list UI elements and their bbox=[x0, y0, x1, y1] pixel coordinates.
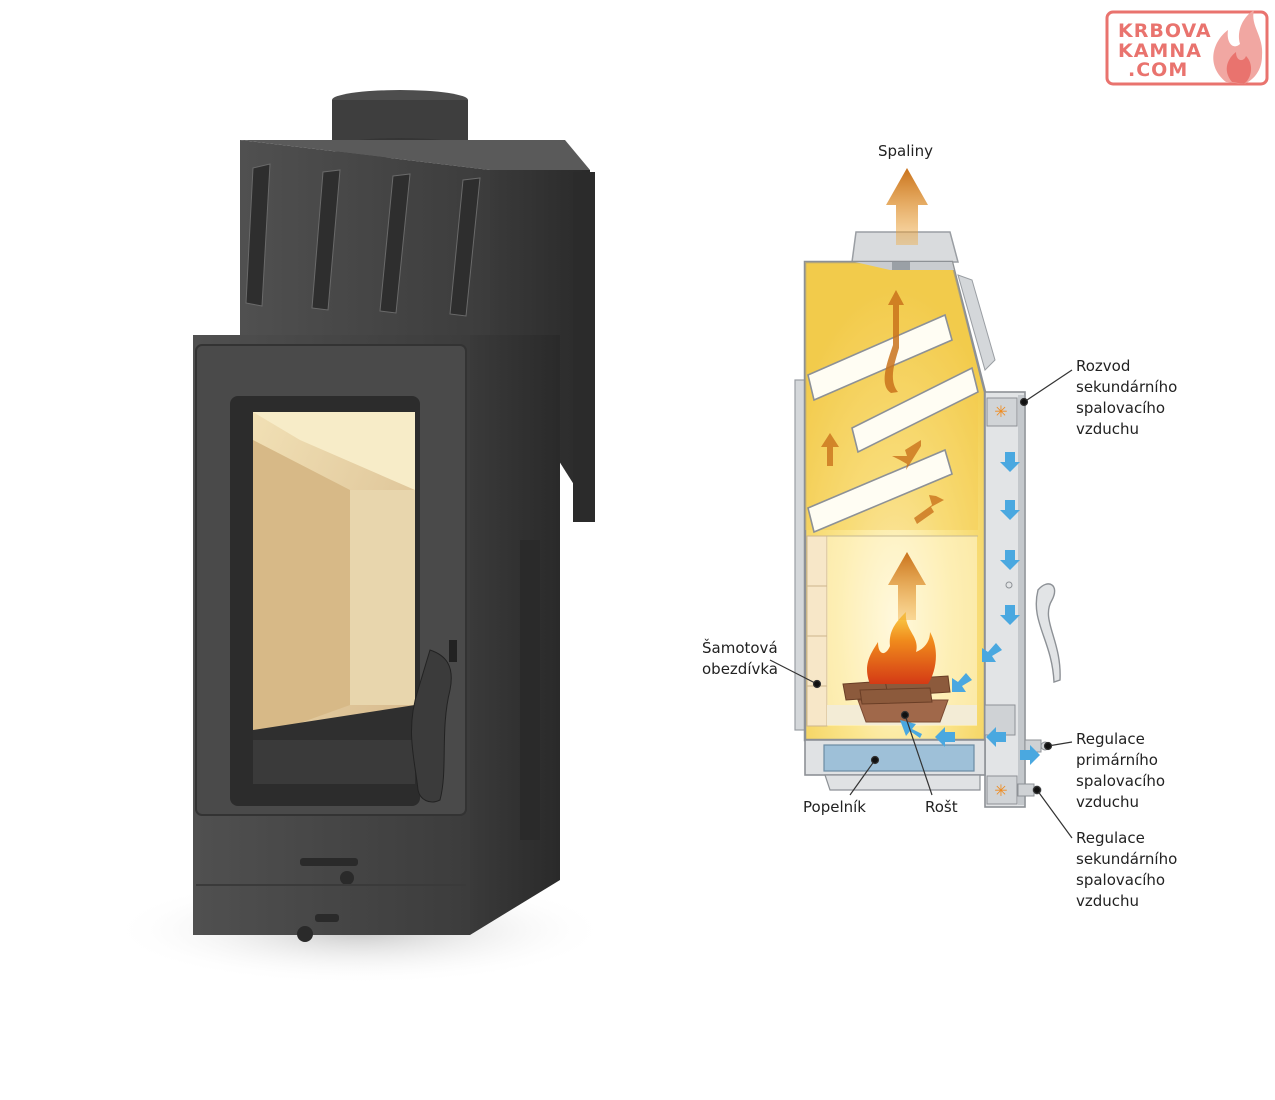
label-rost: Rošt bbox=[925, 798, 958, 816]
callout-leaders bbox=[769, 369, 1073, 839]
flue-gas-exit-arrow-icon bbox=[886, 168, 928, 245]
air-arrow-icon bbox=[986, 727, 1006, 747]
air-arrow-icon bbox=[1000, 452, 1020, 472]
label-rozvod-line-4: vzduchu bbox=[1076, 420, 1139, 438]
air-arrow-icon bbox=[1000, 500, 1020, 520]
flue-gas-arrows bbox=[821, 168, 944, 620]
air-arrow-icon bbox=[982, 643, 1002, 662]
logo-line-3: .COM bbox=[1128, 59, 1188, 81]
diagonal-left-arrow-icon bbox=[892, 440, 921, 470]
logo-flame-inner-icon bbox=[1226, 52, 1252, 84]
firebox-glass-view bbox=[253, 412, 415, 784]
label-rozvod-line-1: Rozvod bbox=[1076, 357, 1130, 375]
air-arrow-icon bbox=[900, 720, 922, 738]
air-arrow-icon bbox=[1000, 605, 1020, 625]
label-regulace-sek-line-4: vzduchu bbox=[1076, 892, 1139, 910]
label-regulace-prim-line-3: spalovacího bbox=[1076, 772, 1165, 790]
side-mounting-rail bbox=[573, 172, 595, 522]
label-rozvod-line-3: spalovacího bbox=[1076, 399, 1165, 417]
stove-product-image bbox=[110, 90, 610, 985]
label-popelnik: Popelník bbox=[803, 798, 866, 816]
label-regulace-sek-line-3: spalovacího bbox=[1076, 871, 1165, 889]
air-arrow-icon bbox=[952, 673, 972, 692]
label-regulace-sek-line-1: Regulace bbox=[1076, 829, 1145, 847]
heat-exchanger-hood bbox=[240, 140, 490, 352]
logo-line-1: KRBOVA bbox=[1118, 20, 1212, 42]
label-spaliny: Spaliny bbox=[878, 142, 933, 160]
flue-collar bbox=[851, 231, 959, 263]
label-samotova-line-1: Šamotová bbox=[702, 638, 778, 657]
cross-section-diagram: ✳ ✳ bbox=[702, 142, 1177, 910]
diagonal-right-arrow-icon bbox=[914, 495, 944, 524]
door-handle bbox=[410, 649, 452, 803]
primary-air-lever bbox=[300, 858, 358, 866]
air-arrow-icon bbox=[1020, 745, 1040, 765]
exchanger-rise-arrow-icon bbox=[884, 290, 904, 393]
label-regulace-prim-line-1: Regulace bbox=[1076, 730, 1145, 748]
air-arrow-icon bbox=[935, 727, 955, 747]
hood-fins bbox=[245, 163, 481, 317]
label-regulace-sek-line-2: sekundárního bbox=[1076, 850, 1177, 868]
door-handle-side bbox=[1035, 583, 1061, 683]
logo-line-2: KAMNA bbox=[1118, 40, 1202, 62]
brand-logo: KRBOVA KAMNA .COM bbox=[1105, 10, 1269, 86]
label-regulace-prim-line-4: vzduchu bbox=[1076, 793, 1139, 811]
label-samotova-line-2: obezdívka bbox=[702, 660, 778, 678]
ash-pan bbox=[823, 744, 975, 772]
secondary-air-lever bbox=[315, 914, 339, 922]
air-arrow-icon bbox=[1000, 550, 1020, 570]
firebox-rise-arrow-icon bbox=[888, 552, 926, 620]
secondary-air-fan-icon: ✳ bbox=[994, 402, 1007, 421]
hood-top bbox=[240, 140, 590, 170]
firebrick-lining bbox=[806, 535, 828, 727]
flame-icon bbox=[867, 612, 936, 684]
label-regulace-prim-line-2: primárního bbox=[1076, 751, 1158, 769]
baffle-plates bbox=[807, 313, 979, 534]
secondary-regulator-fan-icon: ✳ bbox=[994, 781, 1007, 800]
combustion-air-arrows bbox=[900, 452, 1040, 765]
label-rozvod-line-2: sekundárního bbox=[1076, 378, 1177, 396]
small-rise-arrow-icon bbox=[821, 433, 839, 466]
body-side-panel bbox=[470, 335, 560, 935]
